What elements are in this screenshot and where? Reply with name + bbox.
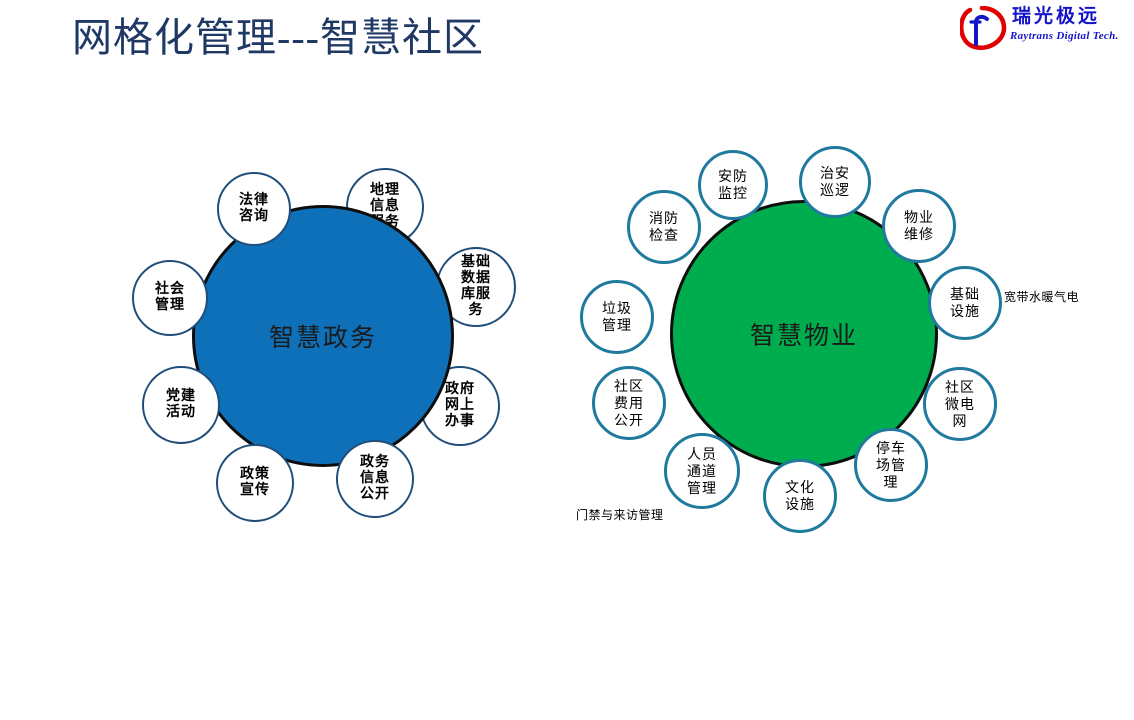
- annotation-utilities: 宽带水暖气电: [1004, 290, 1080, 304]
- satellite-node[interactable]: 社区 微电 网: [923, 367, 997, 441]
- satellite-label: 基础 数据 库服 务: [461, 255, 491, 318]
- satellite-node[interactable]: 停车 场管 理: [854, 428, 928, 502]
- raytrans-logo: 瑞光极远 Raytrans Digital Tech.: [960, 4, 1128, 54]
- hub-label: 智慧政务: [268, 325, 377, 352]
- hub-label: 智慧物业: [749, 323, 858, 350]
- page-title: 网格化管理---智慧社区: [72, 15, 484, 60]
- satellite-label: 人员 通道 管理: [687, 445, 717, 496]
- satellite-label: 政府 网上 办事: [445, 382, 475, 429]
- satellite-label: 文化 设施: [785, 479, 815, 512]
- satellite-node[interactable]: 物业 维修: [882, 189, 956, 263]
- hub-smart-governance[interactable]: 智慧政务: [192, 205, 454, 467]
- satellite-label: 治安 巡逻: [820, 165, 850, 198]
- satellite-node[interactable]: 安防 监控: [698, 150, 768, 220]
- satellite-label: 法律 咨询: [239, 193, 269, 224]
- annotation-access-control: 门禁与来访管理: [576, 508, 664, 522]
- satellite-node[interactable]: 垃圾 管理: [580, 280, 654, 354]
- satellite-node[interactable]: 人员 通道 管理: [664, 433, 740, 509]
- satellite-label: 社区 费用 公开: [614, 377, 644, 428]
- satellite-label: 基础 设施: [950, 286, 980, 319]
- satellite-node[interactable]: 社区 费用 公开: [592, 366, 666, 440]
- satellite-node[interactable]: 党建 活动: [142, 366, 220, 444]
- satellite-node[interactable]: 社会 管理: [132, 260, 208, 336]
- satellite-node[interactable]: 政策 宣传: [216, 444, 294, 522]
- logo-english-name: Raytrans Digital Tech.: [1010, 30, 1119, 42]
- satellite-label: 党建 活动: [166, 389, 196, 420]
- satellite-label: 安防 监控: [718, 168, 748, 201]
- satellite-node[interactable]: 基础 设施: [928, 266, 1002, 340]
- satellite-node[interactable]: 文化 设施: [763, 459, 837, 533]
- satellite-node[interactable]: 法律 咨询: [217, 172, 291, 246]
- satellite-label: 社区 微电 网: [945, 378, 975, 429]
- satellite-label: 政务 信息 公开: [360, 455, 390, 502]
- logo-chinese-name: 瑞光极远: [1012, 6, 1101, 27]
- satellite-label: 政策 宣传: [240, 467, 270, 498]
- satellite-label: 停车 场管 理: [876, 439, 906, 490]
- diagram-smart-property: 智慧物业 门禁与来访管理 宽带水暖气电 安防 监控 治安 巡逻消防 检查 物业 维修…: [566, 140, 1126, 540]
- satellite-node[interactable]: 消防 检查: [627, 190, 701, 264]
- satellite-label: 物业 维修: [904, 209, 934, 242]
- satellite-node[interactable]: 政务 信息 公开: [336, 440, 414, 518]
- satellite-node[interactable]: 治安 巡逻: [799, 146, 871, 218]
- satellite-label: 社会 管理: [155, 282, 185, 313]
- satellite-label: 垃圾 管理: [602, 300, 632, 333]
- logo-mark-icon: [960, 6, 1007, 50]
- satellite-label: 消防 检查: [649, 210, 679, 243]
